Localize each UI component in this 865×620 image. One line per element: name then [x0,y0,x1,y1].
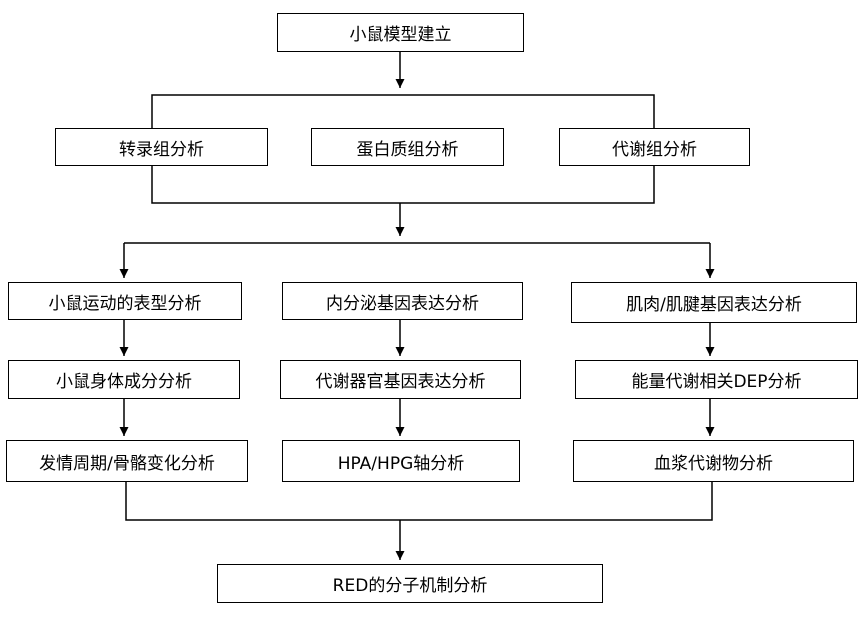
omics-bracket-bottom [151,166,655,204]
node-red-mechanism: RED的分子机制分析 [217,564,603,603]
node-metabolome: 代谢组分析 [559,128,750,166]
node-left-2: 小鼠身体成分分析 [8,360,240,399]
node-right-2: 能量代谢相关DEP分析 [575,360,858,399]
node-right-1: 肌肉/肌腱基因表达分析 [571,282,857,323]
node-model-setup: 小鼠模型建立 [277,13,524,52]
node-left-3: 发情周期/骨骼变化分析 [6,440,248,482]
merge-line [125,482,713,521]
node-left-1: 小鼠运动的表型分析 [8,282,242,320]
node-mid-1: 内分泌基因表达分析 [282,282,523,320]
node-mid-2: 代谢器官基因表达分析 [280,360,521,399]
node-mid-3: HPA/HPG轴分析 [282,440,520,482]
node-proteome: 蛋白质组分析 [311,128,504,166]
node-transcriptome: 转录组分析 [55,128,268,166]
node-right-3: 血浆代谢物分析 [573,440,854,482]
omics-bracket-top [151,94,655,128]
